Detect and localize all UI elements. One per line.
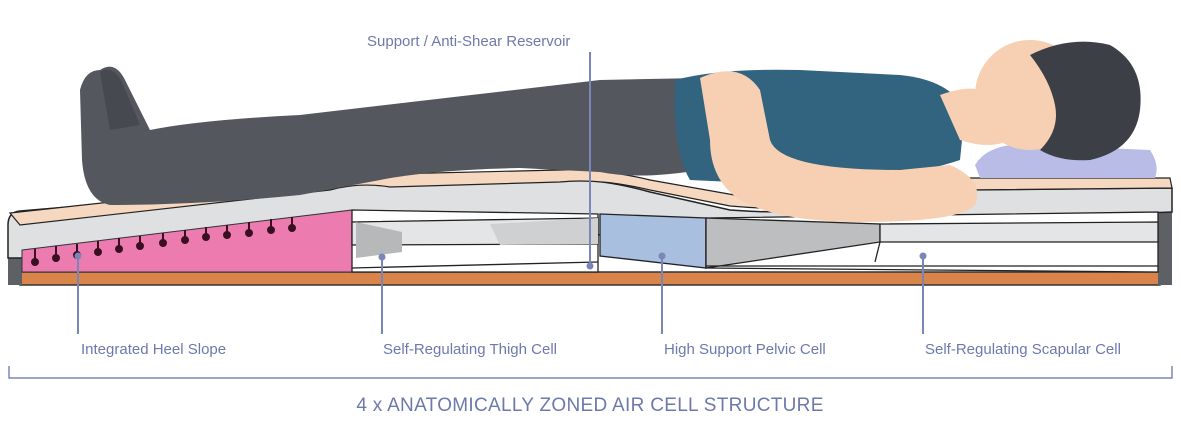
- label-heel-slope: Integrated Heel Slope: [81, 341, 226, 358]
- scapular-marker: [919, 252, 927, 260]
- right-end-cap: [1158, 210, 1172, 285]
- patient-hair: [1030, 41, 1141, 161]
- heel-marker: [74, 252, 82, 260]
- diagram-title: 4 x ANATOMICALLY ZONED AIR CELL STRUCTUR…: [356, 395, 823, 416]
- label-scapular-cell: Self-Regulating Scapular Cell: [925, 341, 1121, 358]
- mattress-base: [19, 271, 1161, 286]
- label-reservoir: Support / Anti-Shear Reservoir: [367, 33, 570, 50]
- label-pelvic-cell: High Support Pelvic Cell: [664, 341, 826, 358]
- pillow: [975, 144, 1157, 178]
- patient-figure: [80, 40, 1157, 222]
- self-regulating-thigh-cell: [351, 209, 599, 273]
- patient-arm: [700, 71, 978, 222]
- label-thigh-cell: Self-Regulating Thigh Cell: [383, 341, 557, 358]
- zone-bracket: [8, 366, 1173, 379]
- self-regulating-scapular-cell: [705, 211, 1159, 273]
- reservoir-marker: [586, 262, 594, 270]
- pelvic-marker: [658, 252, 666, 260]
- thigh-marker: [378, 253, 386, 261]
- high-support-pelvic-cell: [599, 213, 707, 269]
- patient-legs: [80, 66, 700, 206]
- heel-slope-pins: [31, 217, 296, 266]
